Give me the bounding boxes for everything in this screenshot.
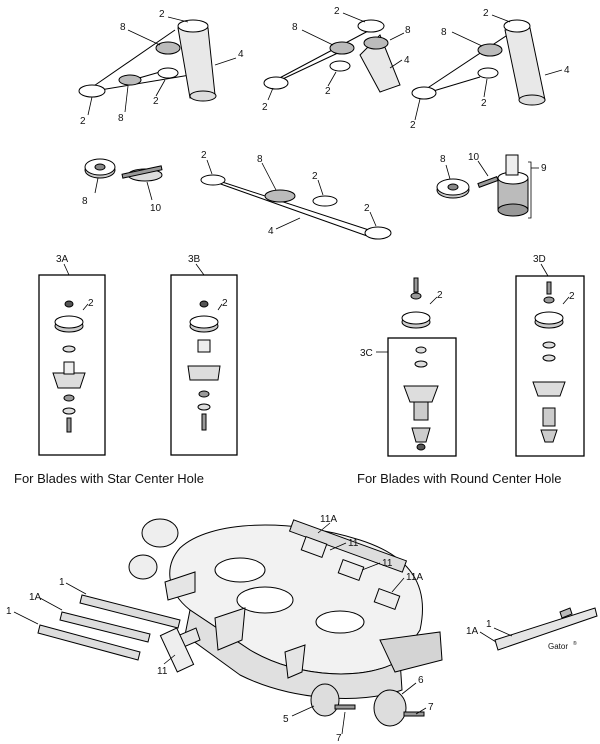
callout-4: 4 xyxy=(564,65,570,76)
callout-2: 2 xyxy=(159,9,165,20)
callout-1a: 1A xyxy=(29,592,42,603)
callout-2: 2 xyxy=(364,203,370,214)
callout-2: 2 xyxy=(201,150,207,161)
caption-round-center-hole: For Blades with Round Center Hole xyxy=(357,471,562,486)
callout-4: 4 xyxy=(268,226,274,237)
callout-10: 10 xyxy=(468,152,480,163)
belt-routing-1: 2 8 4 2 8 2 xyxy=(78,9,244,127)
callout-1: 1 xyxy=(486,619,492,630)
spindle-3d: 3D 2 xyxy=(515,254,585,457)
callout-2: 2 xyxy=(410,120,416,131)
callout-8: 8 xyxy=(120,22,126,33)
callout-7: 7 xyxy=(428,702,434,713)
callout-2: 2 xyxy=(262,102,268,113)
blade-set: 1 1A 1 xyxy=(6,577,181,661)
callout-11: 11 xyxy=(382,558,393,569)
callout-2: 2 xyxy=(437,290,443,301)
callout-8: 8 xyxy=(441,27,447,38)
callout-2: 2 xyxy=(483,8,489,19)
callout-11a: 11A xyxy=(320,514,337,525)
callout-8: 8 xyxy=(257,154,263,165)
callout-1: 1 xyxy=(59,577,65,588)
mower-deck-assembly: 11A 11 11 11A 11 5 6 7 7 xyxy=(128,514,443,744)
gator-brand-label: Gator xyxy=(548,642,568,651)
callout-8: 8 xyxy=(405,25,411,36)
callout-1: 1 xyxy=(6,606,12,617)
callout-2: 2 xyxy=(312,171,318,182)
callout-8: 8 xyxy=(292,22,298,33)
callout-9: 9 xyxy=(541,163,547,174)
belt-routing-3: 2 8 4 2 2 xyxy=(410,8,570,131)
callout-11: 11 xyxy=(157,666,168,677)
callout-2: 2 xyxy=(88,298,94,309)
long-belt-assembly: 2 8 2 2 4 xyxy=(200,150,392,240)
callout-11a: 11A xyxy=(406,572,423,583)
callout-7: 7 xyxy=(336,733,342,744)
callout-4: 4 xyxy=(404,55,410,66)
spindle-3c: 2 3C xyxy=(360,277,457,457)
callout-3b: 3B xyxy=(188,254,201,265)
callout-6: 6 xyxy=(418,675,424,686)
callout-3a: 3A xyxy=(56,254,69,265)
callout-2: 2 xyxy=(481,98,487,109)
callout-2: 2 xyxy=(222,298,228,309)
callout-3d: 3D xyxy=(533,254,546,265)
idler-kit: 8 10 9 xyxy=(436,152,547,219)
callout-2: 2 xyxy=(153,96,159,107)
callout-2: 2 xyxy=(325,86,331,97)
callout-2: 2 xyxy=(80,116,86,127)
belt-routing-2: 2 8 8 4 2 2 xyxy=(262,6,411,113)
callout-8: 8 xyxy=(118,113,124,124)
callout-8: 8 xyxy=(82,196,88,207)
callout-11: 11 xyxy=(348,538,359,549)
gator-blade: 1 1A Gator ® xyxy=(466,607,598,651)
callout-8: 8 xyxy=(440,154,446,165)
callout-5: 5 xyxy=(283,714,289,725)
callout-2: 2 xyxy=(334,6,340,17)
callout-1a: 1A xyxy=(466,626,479,637)
callout-3c: 3C xyxy=(360,348,373,359)
spindle-3b: 3B 2 xyxy=(170,254,238,456)
pulley-and-idler: 8 10 xyxy=(82,158,163,214)
callout-2: 2 xyxy=(569,291,575,302)
callout-10: 10 xyxy=(150,203,162,214)
registered-mark: ® xyxy=(573,640,577,647)
spindle-3a: 3A 2 xyxy=(38,254,106,456)
caption-star-center-hole: For Blades with Star Center Hole xyxy=(14,471,204,486)
callout-4: 4 xyxy=(238,49,244,60)
